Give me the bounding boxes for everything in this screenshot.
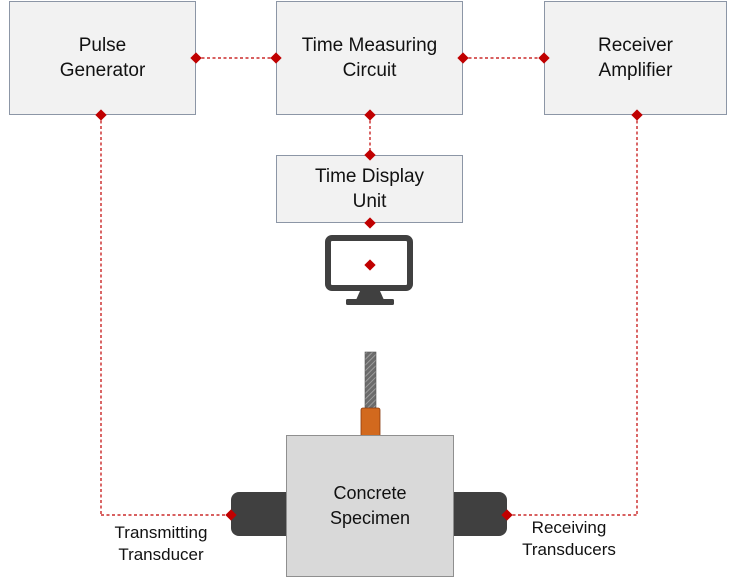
connector-dot xyxy=(270,52,282,64)
connector-dot xyxy=(190,52,202,64)
transmitting-transducer-label: Transmitting Transducer xyxy=(114,523,208,564)
connector-dot xyxy=(95,109,107,121)
connector-lines xyxy=(100,57,638,516)
connector-dot xyxy=(364,217,376,229)
concrete-specimen-label: Concrete Specimen xyxy=(329,483,411,528)
connector-dot xyxy=(501,509,513,521)
monitor-icon xyxy=(322,225,417,318)
connector-dot xyxy=(631,109,643,121)
time-measuring-circuit-block: Time Measuring Circuit xyxy=(276,1,463,115)
concrete-specimen-block: Concrete Specimen xyxy=(286,435,454,577)
connector-dot xyxy=(364,259,376,271)
pulse-generator-label: Pulse Generator xyxy=(59,35,146,81)
time-measuring-circuit-label: Time Measuring Circuit xyxy=(301,35,438,81)
time-display-unit-label: Time Display Unit xyxy=(314,166,425,212)
receiving-transducer-block xyxy=(437,492,507,536)
connector-dot xyxy=(364,109,376,121)
connector-dot xyxy=(364,149,376,161)
probe-icon xyxy=(360,351,381,438)
receiver-amplifier-label: Receiver Amplifier xyxy=(598,35,673,81)
transmitting-transducer-block xyxy=(231,492,301,536)
connector-dot xyxy=(225,509,237,521)
receiver-amplifier-block: Receiver Amplifier xyxy=(544,1,727,115)
receiving-transducers-label: Receiving Transducers xyxy=(522,518,616,559)
connector-dot xyxy=(538,52,550,64)
time-display-unit-block: Time Display Unit xyxy=(276,155,463,223)
connector-dot xyxy=(457,52,469,64)
